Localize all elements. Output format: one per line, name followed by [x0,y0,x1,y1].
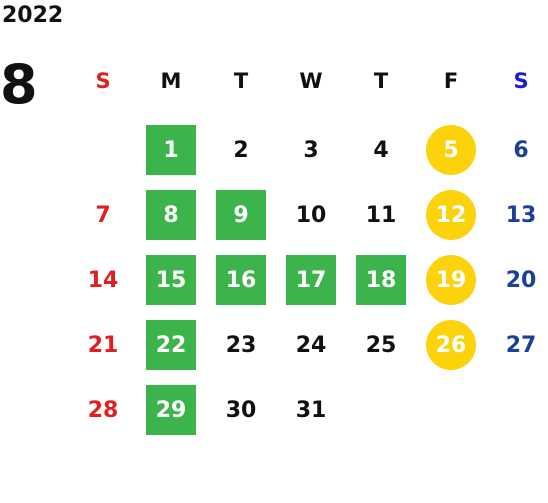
day-cell-highlighted-green: 22 [146,320,196,370]
day-cell: 6 [513,137,529,163]
day-cell: 28 [87,397,119,423]
day-cell: 21 [87,332,119,358]
weekday-header: T [373,69,389,93]
weekday-header: S [95,69,111,93]
day-cell-highlighted-gold: 5 [426,125,476,175]
month-number: 8 [0,53,38,116]
day-cell: 23 [225,332,257,358]
weekday-header: S [513,69,529,93]
day-cell-highlighted-green: 17 [286,255,336,305]
day-cell-highlighted-green: 1 [146,125,196,175]
day-cell: 14 [87,267,119,293]
day-cell-highlighted-green: 18 [356,255,406,305]
weekday-header: F [443,69,459,93]
day-cell: 27 [505,332,537,358]
day-cell-highlighted-gold: 26 [426,320,476,370]
day-cell: 24 [295,332,327,358]
day-cell-highlighted-gold: 19 [426,255,476,305]
day-cell-highlighted-green: 8 [146,190,196,240]
day-cell: 3 [303,137,319,163]
day-cell-highlighted-green: 9 [216,190,266,240]
day-cell: 4 [373,137,389,163]
weekday-header: M [160,69,182,93]
day-cell: 13 [505,202,537,228]
day-cell-highlighted-gold: 12 [426,190,476,240]
day-cell: 25 [365,332,397,358]
weekday-header: W [299,69,323,93]
day-cell-highlighted-green: 16 [216,255,266,305]
day-cell: 20 [505,267,537,293]
day-cell-highlighted-green: 15 [146,255,196,305]
day-cell-highlighted-green: 29 [146,385,196,435]
day-cell: 11 [365,202,397,228]
day-cell: 10 [295,202,327,228]
day-cell: 31 [295,397,327,423]
weekday-header: T [233,69,249,93]
year-label: 2022 [2,3,64,28]
day-cell: 2 [233,137,249,163]
day-cell: 30 [225,397,257,423]
day-cell: 7 [95,202,111,228]
